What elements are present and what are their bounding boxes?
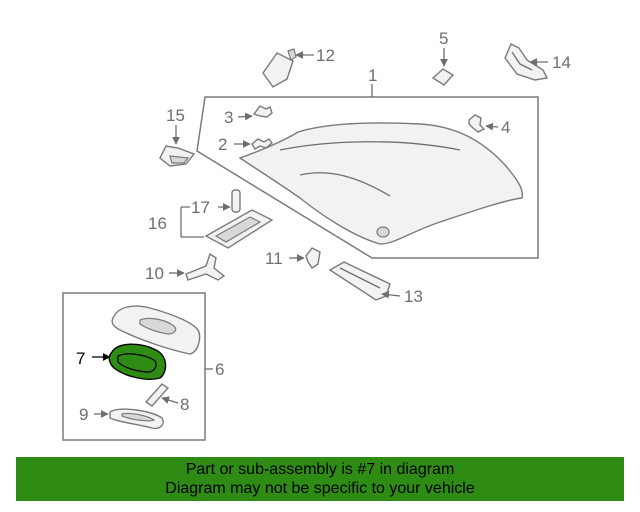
part-4-group[interactable]: 4 [468,114,510,137]
part-9-group[interactable]: 9 [79,405,164,430]
part-3-group[interactable]: 3 [224,105,273,127]
part-9-lens-inner [121,412,156,422]
part-14-trim[interactable] [504,43,549,81]
part-16-group[interactable]: 16 [148,206,274,249]
leader-8 [161,396,179,404]
part-7-inner-edge [117,353,157,373]
part-info-banner: Part or sub-assembly is #7 in diagram Di… [16,457,624,501]
leader-3 [237,112,253,121]
callout-16: 16 [148,214,167,233]
part-7-vanity-mirror[interactable] [108,343,167,380]
callout-11: 11 [265,249,283,268]
headliner-group[interactable]: 1 [196,66,539,259]
part-2-clip[interactable] [251,138,273,150]
part-13-group[interactable]: 13 [328,261,423,306]
sun-visor-assembly-frame [62,292,206,441]
callout-9: 9 [79,405,88,424]
banner-line-2: Diagram may not be specific to your vehi… [165,480,475,497]
part-14-detail [511,51,533,71]
callout-4: 4 [501,118,510,137]
banner-line-1: Part or sub-assembly is #7 in diagram [185,461,455,478]
part-13-detail [339,267,381,289]
part-15-lens [169,155,190,164]
parts-diagram: 1 2 3 4 5 12 14 1 [62,29,571,441]
part-12-bracket[interactable] [262,52,294,88]
sun-visor-assembly-group[interactable]: 6 7 8 9 [62,292,224,441]
part-8-bulb[interactable] [144,383,170,407]
part-11-group[interactable]: 11 [265,247,321,269]
part-11-clip[interactable] [305,247,321,269]
leader-13 [381,290,401,299]
part-3-bracket[interactable] [252,105,273,118]
callout-8: 8 [180,395,189,414]
part-17-group[interactable]: 17 [191,189,241,217]
part-5-group[interactable]: 5 [431,29,455,86]
part-13-handle[interactable] [328,261,391,301]
headliner-hole [376,226,390,238]
part-4-clip[interactable] [468,114,486,133]
callout-10: 10 [145,264,164,283]
part-7-group[interactable]: 7 [76,343,167,380]
headliner-panel[interactable] [238,122,524,245]
callout-2: 2 [218,135,227,154]
part-14-group[interactable]: 14 [504,43,571,81]
headliner-rib [279,141,461,151]
callout-12: 12 [316,46,335,65]
callout-13: 13 [404,287,423,306]
callout-15: 15 [166,106,185,125]
part-10-bracket[interactable] [185,252,226,281]
headliner-frame [196,96,539,259]
callout-5: 5 [439,29,448,48]
part-16-lens [214,216,262,243]
part-5-pad[interactable] [431,68,455,86]
sun-visor-mirror-opening [139,317,177,335]
callout-17: 17 [191,198,210,217]
callout-1: 1 [368,66,377,85]
leader-4 [485,122,499,131]
part-8-group[interactable]: 8 [144,383,189,414]
headliner-rib-2 [299,172,391,197]
leader-16 [180,206,204,238]
callout-7: 7 [76,349,85,368]
part-17-bulb[interactable] [231,189,241,213]
callout-14: 14 [552,53,571,72]
part-2-group[interactable]: 2 [218,135,273,154]
part-10-group[interactable]: 10 [145,252,226,283]
callout-3: 3 [224,108,233,127]
part-12-group[interactable]: 12 [262,46,335,88]
callout-6: 6 [215,360,224,379]
part-15-group[interactable]: 15 [159,106,196,167]
